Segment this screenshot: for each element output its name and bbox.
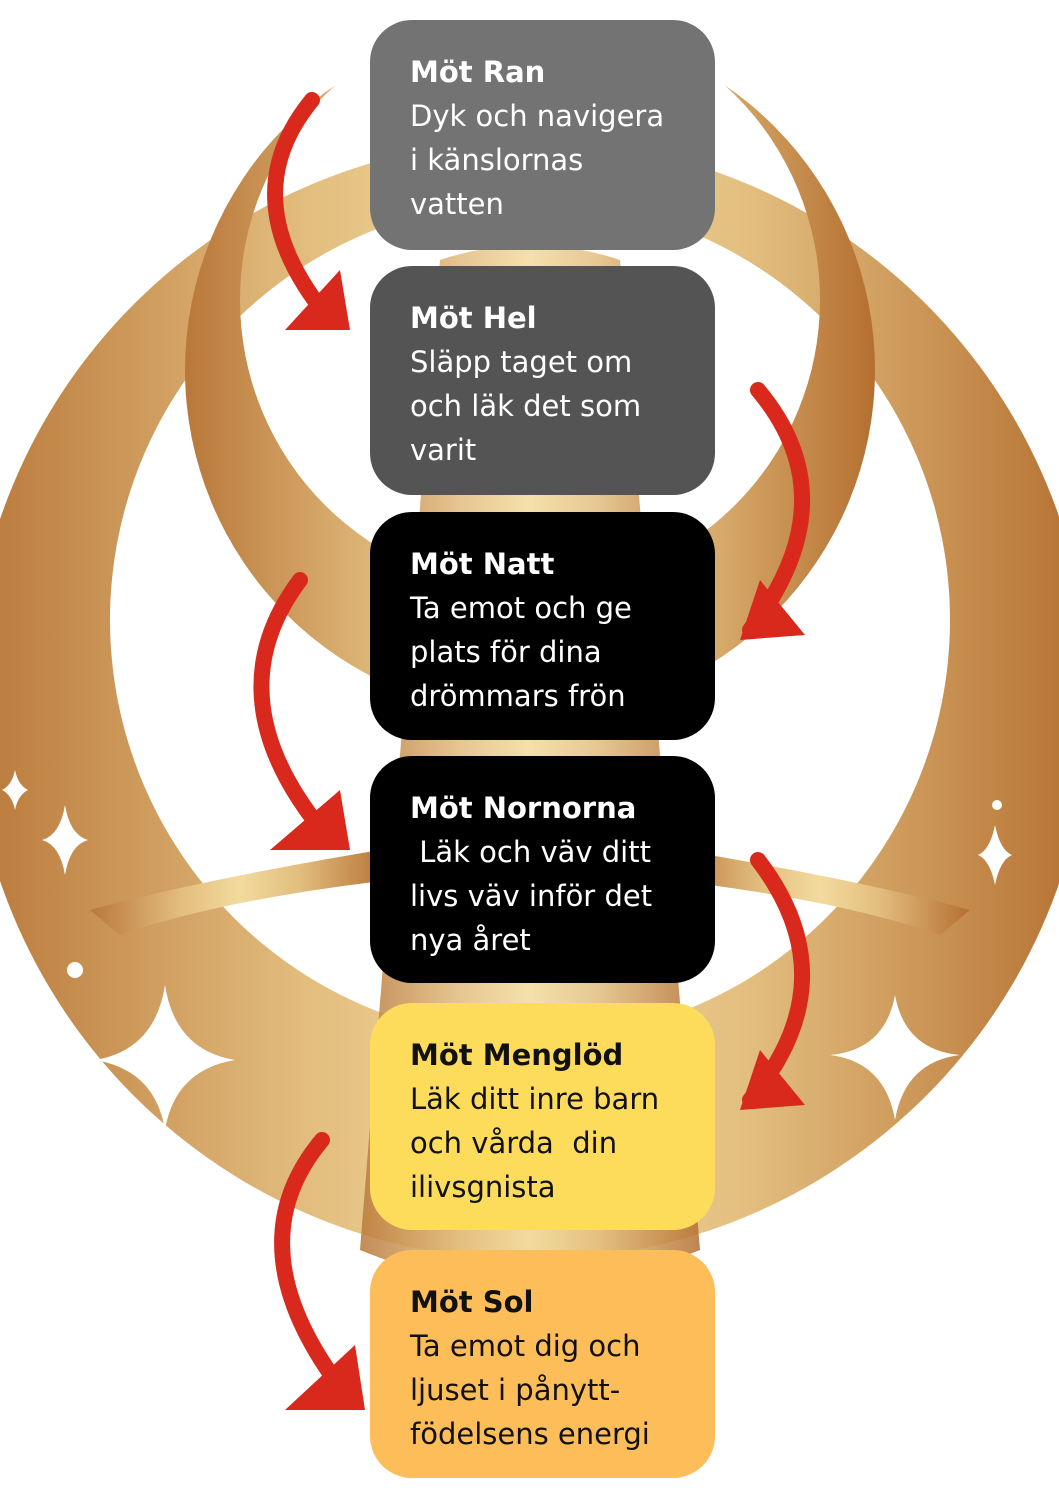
step-text: nya året bbox=[410, 923, 531, 957]
step-text: varit bbox=[410, 433, 477, 467]
arrowheads bbox=[270, 270, 805, 1410]
step-text: Släpp taget om bbox=[410, 345, 633, 379]
step-text: och vårda din bbox=[410, 1126, 618, 1160]
step-text: ljuset i pånytt- bbox=[410, 1373, 621, 1407]
star-icon bbox=[830, 995, 960, 1120]
step-card-hel: Möt Hel Släpp taget om och läk det som v… bbox=[370, 266, 715, 495]
step-text: ilivsgnista bbox=[410, 1170, 556, 1204]
star-icon bbox=[978, 825, 1012, 885]
step-card-sol: Möt Sol Ta emot dig och ljuset i pånytt-… bbox=[370, 1250, 715, 1478]
stars bbox=[2, 770, 1012, 1130]
step-card-ran: Möt Ran Dyk och navigera i känslornas va… bbox=[370, 20, 715, 250]
step-title: Möt Natt bbox=[410, 547, 555, 581]
step-text: i känslornas bbox=[410, 143, 584, 177]
step-text: Läk och väv ditt bbox=[410, 835, 651, 869]
arrow-icon bbox=[274, 1132, 358, 1408]
step-card-menglod: Möt Menglöd Läk ditt inre barn och vårda… bbox=[370, 1003, 715, 1230]
step-text: och läk det som bbox=[410, 389, 642, 423]
step-title: Möt Ran bbox=[410, 55, 546, 89]
step-text: Läk ditt inre barn bbox=[410, 1082, 660, 1116]
step-title: Möt Hel bbox=[410, 301, 537, 335]
left-arm bbox=[90, 850, 390, 935]
step-text: Ta emot dig och bbox=[410, 1329, 641, 1363]
right-arm bbox=[670, 850, 970, 935]
arrow-icon bbox=[253, 572, 338, 848]
arrow-icon bbox=[267, 92, 338, 328]
step-card-natt: Möt Natt Ta emot och ge plats för dina d… bbox=[370, 512, 715, 740]
step-title: Möt Menglöd bbox=[410, 1038, 624, 1072]
step-text: födelsens energi bbox=[410, 1417, 650, 1451]
step-text: plats för dina bbox=[410, 635, 602, 669]
step-text: vatten bbox=[410, 187, 504, 221]
step-card-nornorna: Möt Nornorna Läk och väv ditt livs väv i… bbox=[370, 756, 715, 983]
step-text: drömmars frön bbox=[410, 679, 626, 713]
step-text: Dyk och navigera bbox=[410, 99, 665, 133]
step-title: Möt Nornorna bbox=[410, 791, 637, 825]
step-title: Möt Sol bbox=[410, 1285, 534, 1319]
step-text: Ta emot och ge bbox=[410, 591, 632, 625]
step-text: livs väv inför det bbox=[410, 879, 653, 913]
star-icon bbox=[42, 805, 88, 875]
star-icon bbox=[95, 985, 235, 1130]
star-icon bbox=[2, 770, 28, 810]
